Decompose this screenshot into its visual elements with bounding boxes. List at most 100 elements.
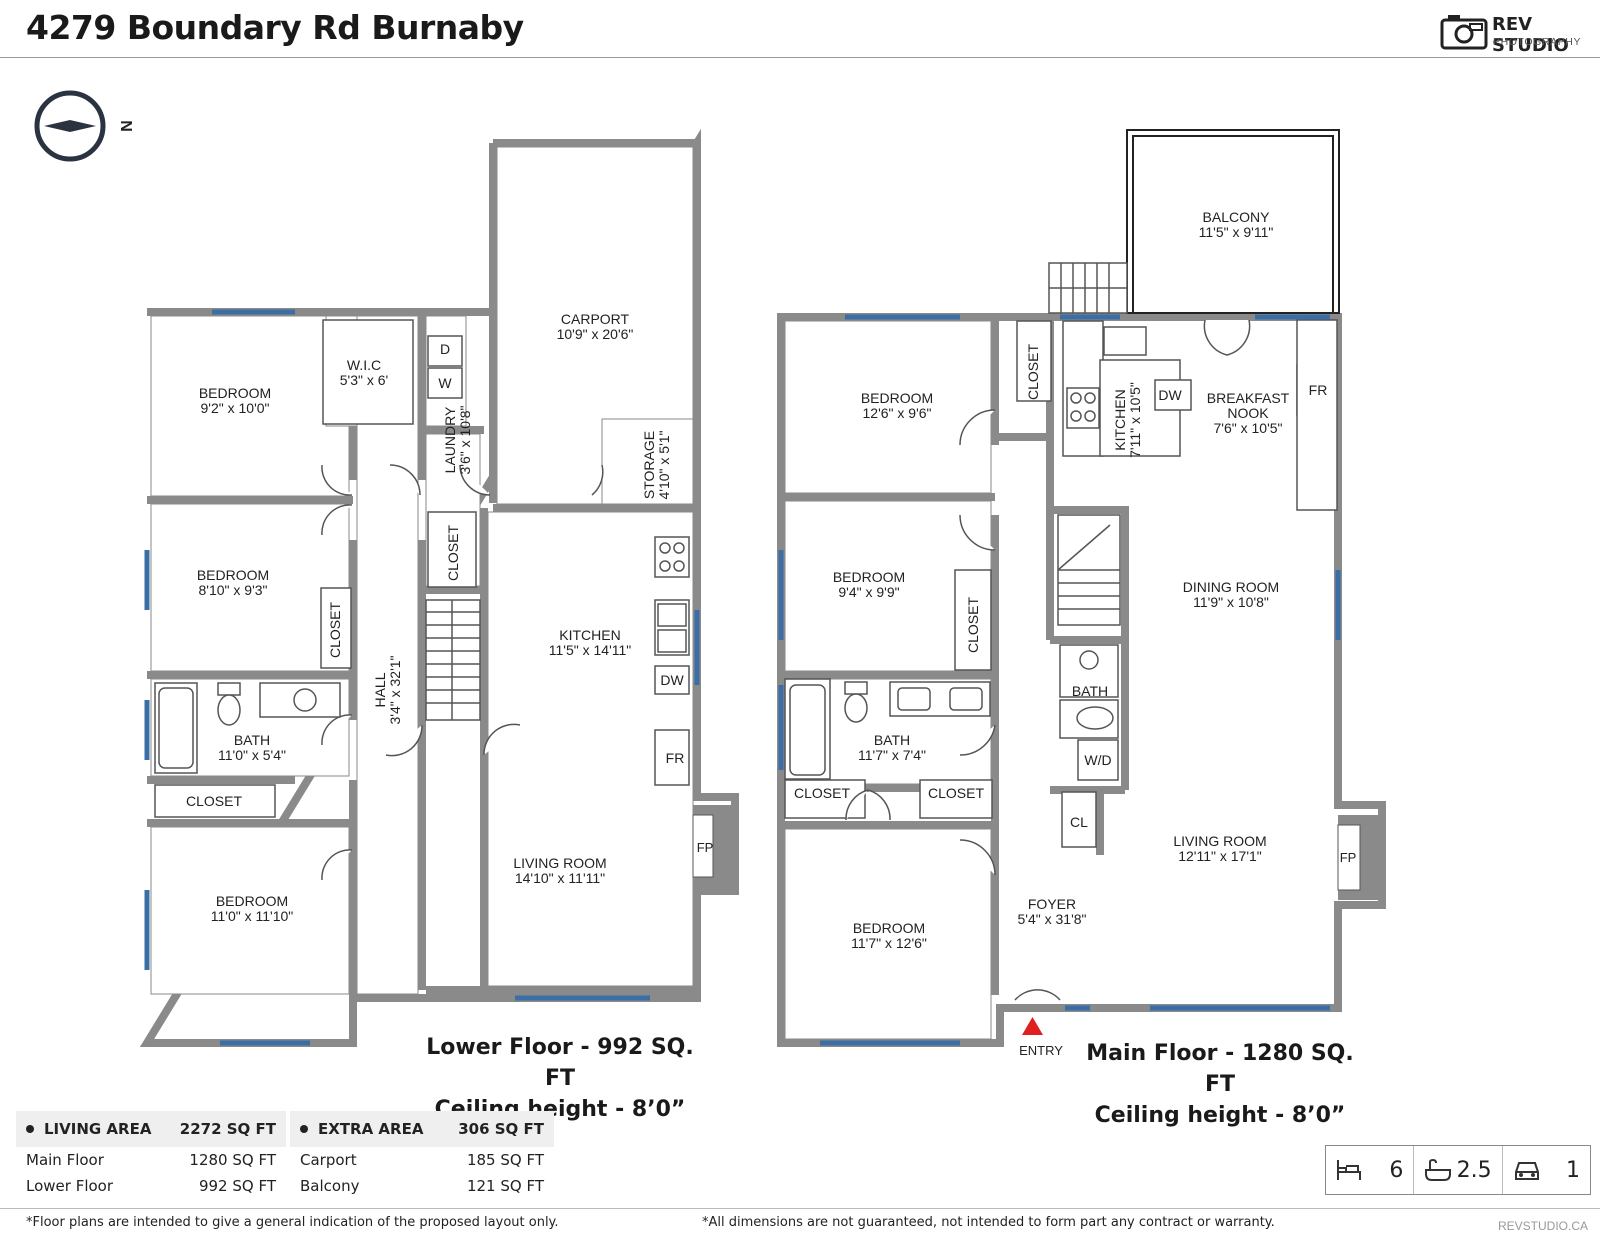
- lower-fr-label: FR: [666, 750, 685, 766]
- row-name: Lower Floor: [26, 1177, 114, 1195]
- main-fp-label: FP: [1340, 850, 1357, 865]
- extra-area-table: EXTRA AREA 306 SQ FT Carport 185 SQ FT B…: [290, 1111, 554, 1199]
- main-living-dim: 12'11" x 17'1": [1178, 848, 1262, 864]
- living-area-header: LIVING AREA 2272 SQ FT: [16, 1111, 286, 1147]
- dining-dim: 11'9" x 10'8": [1193, 594, 1269, 610]
- carport-dim: 10'9" x 20'6": [557, 326, 634, 342]
- living-area-total: 2272 SQ FT: [179, 1120, 276, 1138]
- lower-laundry-dim: 3'6" x 10'8": [457, 405, 473, 474]
- footer-site: REVSTUDIO.CA: [1497, 1219, 1588, 1233]
- carport-name: CARPORT: [561, 311, 630, 327]
- row-value: 1280 SQ FT: [189, 1151, 276, 1169]
- lower-stairs: [425, 599, 481, 721]
- main-bedroom2-name: BEDROOM: [833, 569, 905, 585]
- bedrooms-count: 6: [1389, 1157, 1404, 1183]
- nook-name1: BREAKFAST: [1207, 390, 1290, 406]
- property-stats: 6 2.5 1: [1325, 1145, 1591, 1195]
- storage-name: STORAGE: [641, 431, 657, 499]
- main-kitchen-dim: 7'11" x 10'5": [1127, 382, 1143, 458]
- main-bedroom3-dim: 11'7" x 12'6": [851, 935, 927, 951]
- footer-divider: [0, 1208, 1600, 1209]
- main-dw-label: DW: [1158, 387, 1182, 403]
- lower-closet-3: CLOSET: [186, 793, 242, 809]
- lower-closet-2: CLOSET: [445, 525, 461, 581]
- brand-logo: REV STUDIO PHOTOGRAPHY: [1440, 12, 1590, 56]
- main-fireplace: [1337, 815, 1378, 900]
- lower-wic-dim: 5'3" x 6': [340, 372, 388, 388]
- lower-fp-label: FP: [697, 840, 714, 855]
- bed-icon: [1337, 1160, 1361, 1180]
- car-icon: [1514, 1162, 1539, 1180]
- lower-w-label: W: [438, 375, 452, 391]
- lower-floor-caption: Lower Floor - 992 SQ. FT Ceiling height …: [410, 1032, 710, 1125]
- bathrooms-stat: 2.5: [1414, 1146, 1503, 1194]
- bedrooms-stat: 6: [1326, 1146, 1415, 1194]
- extra-area-header: EXTRA AREA 306 SQ FT: [290, 1111, 554, 1147]
- brand-sub: PHOTOGRAPHY: [1493, 36, 1582, 48]
- page-title: 4279 Boundary Rd Burnaby: [26, 8, 524, 47]
- row-name: Balcony: [300, 1177, 360, 1195]
- nook-dim: 7'6" x 10'5": [1214, 420, 1283, 436]
- balcony: [1126, 129, 1340, 314]
- main-bath1-dim: 11'7" x 7'4": [858, 747, 926, 763]
- hall-name: HALL: [372, 672, 388, 707]
- lower-kitchen-dim: 11'5" x 14'11": [549, 642, 632, 658]
- footer-disclaimer-left: *Floor plans are intended to give a gene…: [26, 1215, 559, 1230]
- brand-name: REV STUDIO: [1492, 14, 1569, 56]
- lower-bath-dim: 11'0" x 5'4": [218, 747, 286, 763]
- lower-d-label: D: [440, 341, 450, 357]
- parking-stat: 1: [1503, 1146, 1590, 1194]
- lower-closet-1: CLOSET: [327, 602, 343, 658]
- table-row: Balcony 121 SQ FT: [290, 1173, 554, 1199]
- nook-name2: NOOK: [1227, 405, 1269, 421]
- main-closet-3: CLOSET: [794, 785, 850, 801]
- compass-label: N: [117, 120, 134, 132]
- storage-dim: 4'10" x 5'1": [656, 430, 672, 499]
- bullet-icon: [26, 1125, 34, 1133]
- lower-bedroom1-name: BEDROOM: [199, 385, 271, 401]
- main-floor-ceiling: Ceiling height - 8’0”: [1094, 1103, 1346, 1128]
- lower-fireplace: [692, 805, 731, 887]
- main-kitchen-name: KITCHEN: [1112, 389, 1128, 450]
- lower-bath-name: BATH: [234, 732, 270, 748]
- foyer-name: FOYER: [1028, 896, 1076, 912]
- main-closet-2: CLOSET: [965, 597, 981, 653]
- balcony-name: BALCONY: [1203, 209, 1271, 225]
- lower-living-name: LIVING ROOM: [513, 855, 606, 871]
- table-row: Main Floor 1280 SQ FT: [16, 1147, 286, 1173]
- lower-laundry-name: LAUNDRY: [442, 406, 458, 473]
- row-name: Carport: [300, 1151, 357, 1169]
- bathtub-icon: [1425, 1158, 1452, 1181]
- main-bedroom3-name: BEDROOM: [853, 920, 925, 936]
- main-bedroom1-dim: 12'6" x 9'6": [863, 405, 932, 421]
- main-bedroom2-dim: 9'4" x 9'9": [838, 584, 899, 600]
- lower-wic-name: W.I.C: [347, 357, 381, 373]
- extra-area-total: 306 SQ FT: [458, 1120, 544, 1138]
- lower-kitchen-name: KITCHEN: [559, 627, 620, 643]
- compass-icon: N: [34, 90, 134, 162]
- bathrooms-count: 2.5: [1456, 1157, 1492, 1183]
- parking-count: 1: [1565, 1157, 1580, 1183]
- row-value: 185 SQ FT: [466, 1151, 544, 1169]
- footer-disclaimer-right: *All dimensions are not guaranteed, not …: [702, 1215, 1275, 1230]
- main-bath1-name: BATH: [874, 732, 910, 748]
- bullet-icon: [300, 1125, 308, 1133]
- lower-bedroom3-name: BEDROOM: [216, 893, 288, 909]
- foyer-dim: 5'4" x 31'8": [1018, 911, 1087, 927]
- lower-bedroom2-dim: 8'10" x 9'3": [199, 582, 268, 598]
- main-closet-4: CLOSET: [928, 785, 984, 801]
- lower-bedroom1-dim: 9'2" x 10'0": [201, 400, 270, 416]
- main-closet-1: CLOSET: [1025, 344, 1041, 400]
- main-wd-label: W/D: [1084, 752, 1111, 768]
- dining-name: DINING ROOM: [1183, 579, 1279, 595]
- entry-label: ENTRY: [1019, 1043, 1063, 1058]
- lower-bedroom2-name: BEDROOM: [197, 567, 269, 583]
- row-name: Main Floor: [26, 1151, 104, 1169]
- main-bedroom1-name: BEDROOM: [861, 390, 933, 406]
- main-floor-area: Main Floor - 1280 SQ. FT: [1086, 1041, 1354, 1097]
- extra-area-label: EXTRA AREA: [318, 1120, 424, 1138]
- living-area-table: LIVING AREA 2272 SQ FT Main Floor 1280 S…: [16, 1111, 286, 1199]
- lower-floor-area: Lower Floor - 992 SQ. FT: [426, 1035, 694, 1091]
- row-value: 992 SQ FT: [198, 1177, 276, 1195]
